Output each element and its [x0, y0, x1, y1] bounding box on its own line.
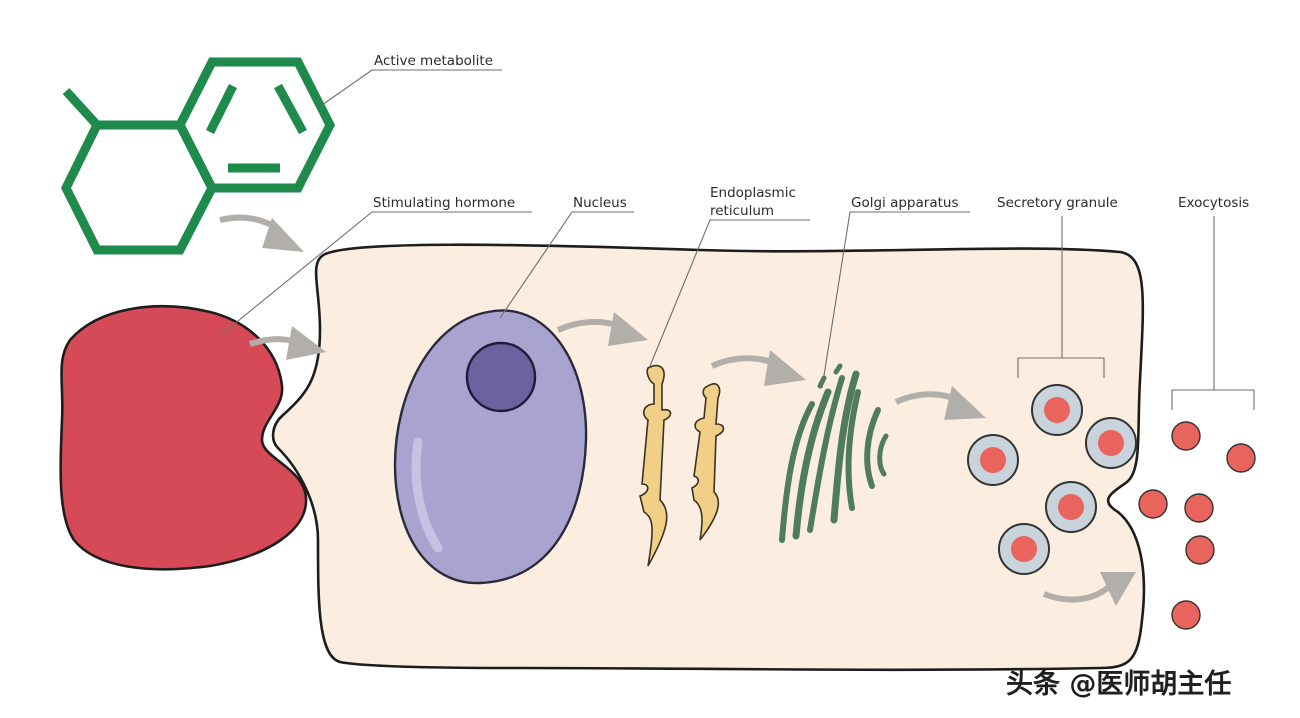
leader-stimulating-hormone — [221, 211, 532, 335]
nucleus-body — [393, 309, 588, 585]
granule — [967, 434, 1019, 486]
leader-golgi — [821, 211, 970, 389]
bracket-exocytosis — [1171, 389, 1255, 410]
arrow-hormone-to-cell-icon — [249, 326, 326, 360]
label-exocytosis: Exocytosis — [1178, 195, 1249, 211]
released-particle — [1226, 443, 1256, 473]
leader-active-metabolite — [321, 69, 502, 106]
granule — [1045, 481, 1097, 533]
released-particle — [1185, 535, 1215, 565]
released-particle — [1138, 489, 1168, 519]
watermark-text: 头条 @医师胡主任 — [1006, 669, 1231, 700]
label-stimulating-hormone: Stimulating hormone — [373, 195, 515, 211]
label-er-line1: Endoplasmic — [710, 185, 796, 201]
leader-nucleus — [499, 211, 634, 319]
granule — [998, 523, 1050, 575]
leader-lines — [221, 69, 1255, 410]
granule — [1085, 417, 1137, 469]
endoplasmic-reticulum — [639, 364, 725, 567]
stimulating-hormone-shape — [59, 305, 308, 571]
nucleolus — [465, 341, 537, 413]
released-particle — [1171, 600, 1201, 630]
golgi-apparatus — [779, 363, 889, 543]
label-secretory-granule: Secretory granule — [997, 195, 1118, 211]
arrow-metabolite-to-cell-icon — [219, 214, 304, 252]
label-active-metabolite: Active metabolite — [374, 53, 493, 69]
label-nucleus: Nucleus — [573, 195, 627, 211]
exocytosis-particles — [1138, 421, 1256, 630]
bracket-secretory-granule — [1017, 357, 1105, 378]
label-golgi-apparatus: Golgi apparatus — [851, 195, 958, 211]
process-arrows — [219, 214, 1136, 606]
label-er-line2: reticulum — [710, 203, 774, 219]
nucleus — [393, 309, 588, 585]
arrow-granule-exocytosis-icon — [1042, 572, 1136, 606]
leader-er — [649, 219, 810, 367]
active-metabolite-molecule — [60, 57, 336, 255]
released-particle — [1184, 493, 1214, 523]
arrow-er-to-golgi-icon — [710, 350, 806, 386]
released-particle — [1171, 421, 1201, 451]
nucleus-highlight — [411, 437, 443, 553]
secretory-granules — [967, 384, 1137, 575]
arrow-nucleus-to-er-icon — [556, 312, 648, 346]
granule — [1031, 384, 1083, 436]
arrow-golgi-to-granule-icon — [894, 386, 986, 420]
